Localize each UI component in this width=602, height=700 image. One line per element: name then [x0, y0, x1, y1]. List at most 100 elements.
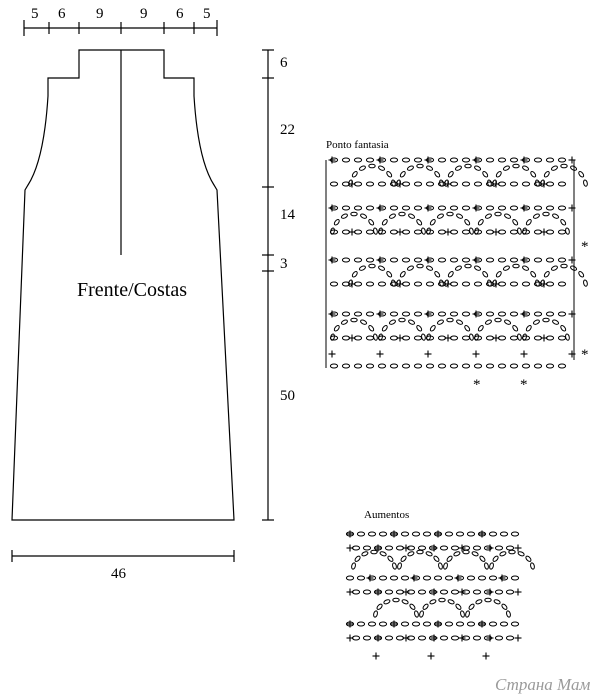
- arch-chain-stitch: [381, 219, 388, 226]
- arch-chain-stitch: [373, 610, 378, 618]
- chain-stitch: [353, 311, 363, 317]
- chain-stitch: [365, 181, 375, 187]
- chain-stitch: [329, 363, 339, 369]
- arch-chain-stitch: [494, 211, 502, 217]
- arch-chain-stitch: [517, 227, 522, 235]
- top-width-2: 6: [58, 6, 66, 22]
- arch-chain-stitch: [512, 219, 519, 226]
- chain-stitch: [389, 257, 399, 263]
- arch-chain-stitch: [360, 319, 368, 325]
- chain-stitch: [365, 363, 375, 369]
- arch-chain-stitch: [429, 325, 436, 332]
- arch-chain-stitch: [443, 562, 448, 570]
- arch-chain-stitch: [373, 227, 378, 235]
- chain-stitch: [444, 621, 454, 627]
- arch-chain-stitch: [351, 171, 358, 178]
- chain-stitch: [466, 621, 476, 627]
- arch-chain-stitch: [484, 213, 492, 219]
- chain-stitch: [365, 157, 375, 163]
- chain-stitch: [461, 229, 471, 235]
- chain-stitch: [473, 281, 483, 287]
- arch-chain-stitch: [383, 599, 391, 605]
- chain-stitch: [509, 157, 519, 163]
- chain-stitch: [472, 635, 482, 641]
- height-2: 22: [280, 122, 295, 138]
- chain-stitch: [341, 205, 351, 211]
- chain-stitch: [488, 621, 498, 627]
- chain-stitch: [533, 257, 543, 263]
- arch-chain-stitch: [502, 165, 510, 171]
- arch-chain-stitch: [453, 551, 461, 557]
- arch-chain-stitch: [522, 265, 530, 271]
- chain-stitch: [395, 589, 405, 595]
- garment-label: Frente/Costas: [77, 279, 187, 301]
- arch-chain-stitch: [565, 227, 570, 235]
- chain-stitch: [365, 257, 375, 263]
- arch-chain-stitch: [494, 317, 502, 323]
- arch-chain-stitch: [398, 317, 406, 323]
- chain-stitch: [505, 589, 515, 595]
- arch-chain-stitch: [517, 333, 522, 341]
- chain-stitch: [497, 205, 507, 211]
- arch-chain-stitch: [378, 265, 386, 271]
- arch-chain-stitch: [508, 549, 516, 555]
- arch-chain-stitch: [532, 213, 540, 219]
- chain-stitch: [466, 575, 476, 581]
- chain-stitch: [367, 621, 377, 627]
- arch-chain-stitch: [474, 265, 482, 271]
- top-width-3: 9: [96, 6, 104, 22]
- arch-chain-stitch: [426, 165, 434, 171]
- chain-stitch: [488, 531, 498, 537]
- chain-stitch: [351, 589, 361, 595]
- arch-chain-stitch: [444, 279, 449, 287]
- chain-stitch: [485, 257, 495, 263]
- arch-chain-stitch: [386, 171, 393, 178]
- chain-stitch: [401, 205, 411, 211]
- chain-stitch: [557, 281, 567, 287]
- arch-chain-stitch: [492, 179, 497, 187]
- arch-chain-stitch: [330, 333, 335, 341]
- chain-stitch: [401, 363, 411, 369]
- arch-chain-stitch: [391, 179, 396, 187]
- chain-stitch: [472, 545, 482, 551]
- arch-chain-stitch: [378, 165, 386, 171]
- arch-chain-stitch: [392, 597, 400, 603]
- chain-stitch: [413, 335, 423, 341]
- arch-chain-stitch: [330, 227, 335, 235]
- chain-stitch: [485, 157, 495, 163]
- arch-chain-stitch: [474, 227, 479, 235]
- arch-chain-stitch: [429, 599, 437, 605]
- chain-stitch: [461, 257, 471, 263]
- chain-stitch: [449, 205, 459, 211]
- chain-stitch: [439, 545, 449, 551]
- chain-stitch: [351, 545, 361, 551]
- chain-stitch: [494, 635, 504, 641]
- arch-chain-stitch: [386, 271, 393, 278]
- chain-stitch: [557, 311, 567, 317]
- arch-chain-stitch: [414, 610, 419, 618]
- arch-chain-stitch: [408, 213, 416, 219]
- chain-stitch: [406, 545, 416, 551]
- top-width-1: 5: [31, 6, 39, 22]
- chain-stitch: [422, 621, 432, 627]
- arch-chain-stitch: [376, 603, 383, 610]
- arch-chain-stitch: [429, 219, 436, 226]
- arch-chain-stitch: [501, 603, 508, 610]
- chain-stitch: [389, 575, 399, 581]
- arch-chain-stitch: [370, 549, 378, 555]
- arch-chain-stitch: [378, 333, 383, 341]
- chain-stitch: [395, 635, 405, 641]
- arch-chain-stitch: [416, 219, 423, 226]
- arch-chain-stitch: [565, 333, 570, 341]
- arch-chain-stitch: [406, 265, 414, 271]
- arch-chain-stitch: [484, 597, 492, 603]
- arch-chain-stitch: [469, 333, 474, 341]
- arch-chain-stitch: [446, 555, 453, 562]
- chain-stitch: [473, 363, 483, 369]
- garment-outline: [11, 49, 235, 521]
- chain-stitch: [437, 363, 447, 369]
- arch-chain-stitch: [348, 179, 353, 187]
- arch-chain-stitch: [392, 562, 397, 570]
- chain-stitch: [494, 589, 504, 595]
- chain-stitch: [362, 545, 372, 551]
